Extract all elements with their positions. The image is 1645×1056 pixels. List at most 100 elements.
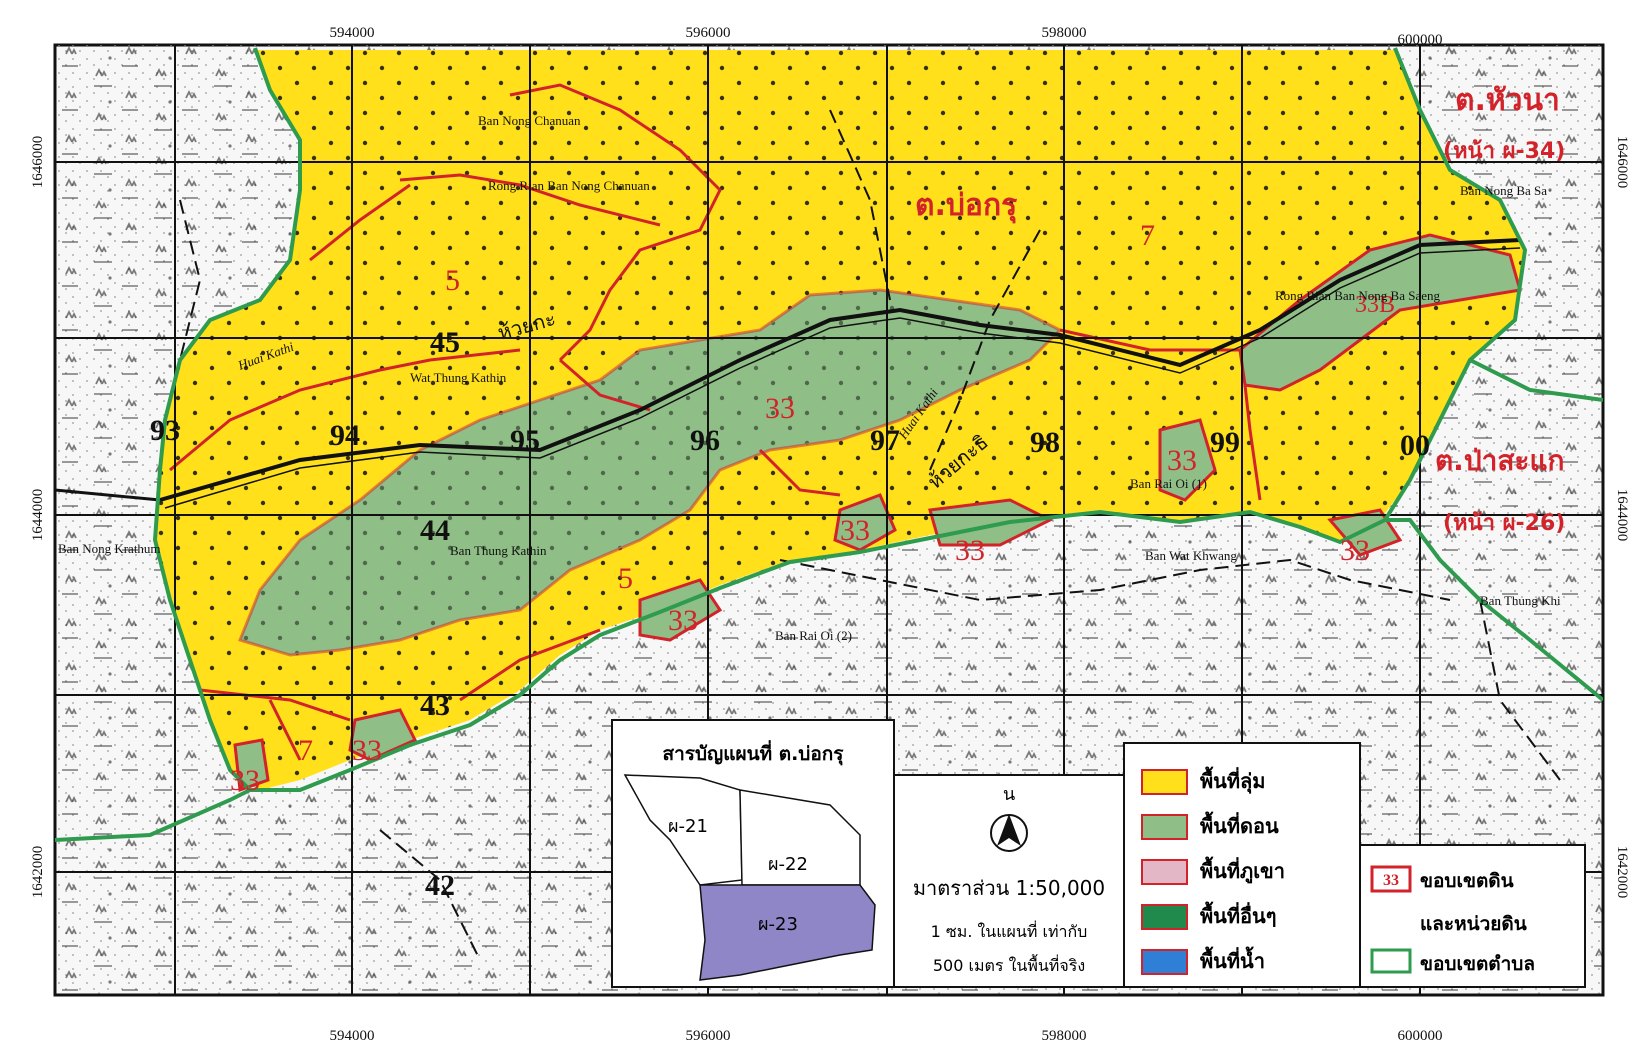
place-ban-nong-ba-sa: Ban Nong Ba Sa bbox=[1460, 183, 1547, 198]
soil-unit-33-east: 33 bbox=[1340, 534, 1370, 567]
coord-right-1: 1646000 bbox=[1614, 136, 1630, 189]
coord-left-3: 1642000 bbox=[30, 846, 46, 899]
upland-patch-2 bbox=[833, 493, 897, 552]
legend-label-other: พื้นที่อื่นๆ bbox=[1200, 901, 1276, 928]
subdistrict-north-east-ref: (หน้า ผ-34) bbox=[1443, 139, 1565, 164]
grid-label-93: 93 bbox=[150, 414, 180, 447]
grid-label-99: 99 bbox=[1210, 426, 1240, 459]
legend-swatch-0 bbox=[1141, 769, 1188, 795]
legend-boundaries: 33 ขอบเขตดิน และหน่วยดิน ขอบเขตตำบล bbox=[1359, 844, 1586, 988]
index-map-title: สารบัญแผนที่ ต.บ่อกรุ bbox=[663, 740, 845, 766]
soil-unit-33-south-2: 33 bbox=[955, 534, 985, 567]
upland-patch-6 bbox=[348, 708, 418, 762]
legend-land-types: พื้นที่ลุ่ม พื้นที่ดอน พื้นที่ภูเขา พื้น… bbox=[1123, 742, 1361, 988]
grid-label-43: 43 bbox=[420, 689, 450, 722]
grid-label-94: 94 bbox=[330, 419, 360, 452]
index-sheet-23 bbox=[699, 884, 876, 981]
coord-top-4: 600000 bbox=[1398, 32, 1443, 48]
legend-label-upland: พื้นที่ดอน bbox=[1200, 811, 1279, 838]
subdistrict-south-east-ref: (หน้า ผ-26) bbox=[1443, 511, 1565, 536]
grid-label-44: 44 bbox=[420, 514, 450, 547]
coord-bottom-2: 596000 bbox=[686, 1028, 731, 1044]
coord-top-3: 598000 bbox=[1042, 25, 1087, 41]
grid-label-42: 42 bbox=[425, 869, 455, 902]
tambon-boundary bbox=[152, 47, 1603, 792]
scale-text: มาตราส่วน 1:50,000 bbox=[913, 876, 1105, 900]
coord-left-2: 1644000 bbox=[30, 489, 46, 542]
legend-soil-boundary-code: 33 bbox=[1383, 872, 1399, 889]
place-ban-thung-kathin: Ban Thung Kathin bbox=[450, 543, 547, 558]
subdistrict-labels: ต.บ่อกรุ ต.หัวนา (หน้า ผ-34) ต.ป่าสะแก (… bbox=[915, 83, 1565, 536]
coordinate-labels: 594000 596000 598000 600000 594000 59600… bbox=[30, 25, 1630, 1044]
index-sheet-22 bbox=[739, 789, 861, 886]
legend-soil-unit-label: และหน่วยดิน bbox=[1420, 913, 1527, 935]
grid-label-45: 45 bbox=[430, 326, 460, 359]
soil-unit-33b: 33B bbox=[1355, 292, 1395, 318]
scale-note-1: 1 ซม. ในแผนที่ เท่ากับ bbox=[931, 920, 1088, 941]
legend-soil-boundary-label: ขอบเขตดิน bbox=[1420, 870, 1514, 892]
legend-swatch-4 bbox=[1141, 949, 1188, 975]
soil-unit-33-patch: 33 bbox=[1167, 444, 1197, 477]
grid-label-00: 00 bbox=[1400, 429, 1430, 462]
index-map-box: สารบัญแผนที่ ต.บ่อกรุ ผ-21 ผ-22 ผ-23 bbox=[611, 719, 895, 988]
index-sheet-21-label: ผ-21 bbox=[668, 816, 708, 837]
place-rong-rian-nong-chanuan: Rong Rian Ban Nong Chanuan bbox=[488, 178, 650, 193]
coord-bottom-4: 600000 bbox=[1398, 1028, 1443, 1044]
place-ban-nong-chanuan: Ban Nong Chanuan bbox=[478, 113, 581, 128]
coord-top-1: 594000 bbox=[330, 25, 375, 41]
grid-label-96: 96 bbox=[690, 424, 720, 457]
place-ban-rai-oi-1: Ban Rai Oi (1) bbox=[1130, 476, 1207, 491]
legend-swatch-1 bbox=[1141, 814, 1188, 840]
legend-swatch-3 bbox=[1141, 904, 1188, 930]
coord-bottom-3: 598000 bbox=[1042, 1028, 1087, 1044]
soil-unit-33-central: 33 bbox=[765, 392, 795, 425]
subdistrict-north-east: ต.หัวนา bbox=[1455, 83, 1560, 118]
index-sheet-22-label: ผ-22 bbox=[768, 854, 808, 875]
coord-right-3: 1642000 bbox=[1614, 846, 1630, 899]
legend-label-mountain: พื้นที่ภูเขา bbox=[1200, 856, 1285, 885]
soil-unit-33-south-3: 33 bbox=[668, 604, 698, 637]
soil-unit-7-northeast: 7 bbox=[1140, 219, 1155, 252]
legend-label-lowland: พื้นที่ลุ่ม bbox=[1200, 766, 1265, 794]
soil-unit-33-south-1: 33 bbox=[840, 514, 870, 547]
upland-area-east bbox=[1238, 233, 1522, 392]
soil-unit-33-sw-2: 33 bbox=[230, 764, 260, 797]
coord-left-1: 1646000 bbox=[30, 136, 46, 189]
subdistrict-main: ต.บ่อกรุ bbox=[915, 188, 1017, 224]
roads bbox=[55, 109, 1561, 961]
coord-right-2: 1644000 bbox=[1614, 489, 1630, 542]
place-ban-thung-khi: Ban Thung Khi bbox=[1480, 593, 1561, 608]
upland-patch-4 bbox=[1158, 418, 1217, 502]
place-wat-thung-kathin: Wat Thung Kathin bbox=[410, 370, 507, 385]
upland-patch-7 bbox=[233, 738, 270, 793]
soil-unit-labels: 5 5 5 7 7 33 33 33 33 33 33 33 33 33 33B bbox=[230, 219, 1395, 797]
legend-swatch-2 bbox=[1141, 859, 1188, 885]
scale-note-2: 500 เมตร ในพื้นที่จริง bbox=[933, 954, 1085, 975]
subdistrict-south-east: ต.ป่าสะแก bbox=[1435, 444, 1564, 477]
scale-box: น มาตราส่วน 1:50,000 1 ซม. ในแผนที่ เท่า… bbox=[893, 774, 1125, 988]
soil-unit-7-southwest: 7 bbox=[298, 734, 313, 767]
grid-label-95: 95 bbox=[510, 424, 540, 457]
index-sheet-21 bbox=[623, 774, 743, 886]
place-ban-rai-oi-2: Ban Rai Oi (2) bbox=[775, 628, 852, 643]
soil-unit-33-sw-1: 33 bbox=[352, 734, 382, 767]
place-rong-rian-nong-ba-saeng: Rong Rian Ban Nong Ba Saeng bbox=[1275, 288, 1441, 303]
soil-unit-5-south: 5 bbox=[618, 562, 633, 595]
place-ban-nong-krathum: Ban Nong Krathum bbox=[58, 541, 161, 556]
grid-number-labels: 93 94 95 96 97 98 99 00 45 44 43 42 bbox=[150, 326, 1430, 902]
grid bbox=[55, 45, 1603, 995]
index-sheet-23-label: ผ-23 bbox=[758, 914, 798, 935]
legend-tambon-boundary-label: ขอบเขตตำบล bbox=[1420, 953, 1535, 975]
place-ban-wat-khwang: Ban Wat Khwang bbox=[1145, 548, 1237, 563]
coord-bottom-1: 594000 bbox=[330, 1028, 375, 1044]
legend-tambon-boundary-swatch bbox=[1370, 948, 1412, 974]
grid-label-97: 97 bbox=[870, 424, 900, 457]
grid-label-98: 98 bbox=[1030, 426, 1060, 459]
legend-label-water: พื้นที่น้ำ bbox=[1200, 946, 1265, 973]
north-label: น bbox=[1003, 784, 1015, 805]
legend-soil-boundary-swatch bbox=[1370, 865, 1412, 893]
north-arrow-icon bbox=[990, 814, 1028, 852]
soil-unit-5-north: 5 bbox=[445, 264, 460, 297]
coord-top-2: 596000 bbox=[686, 25, 731, 41]
